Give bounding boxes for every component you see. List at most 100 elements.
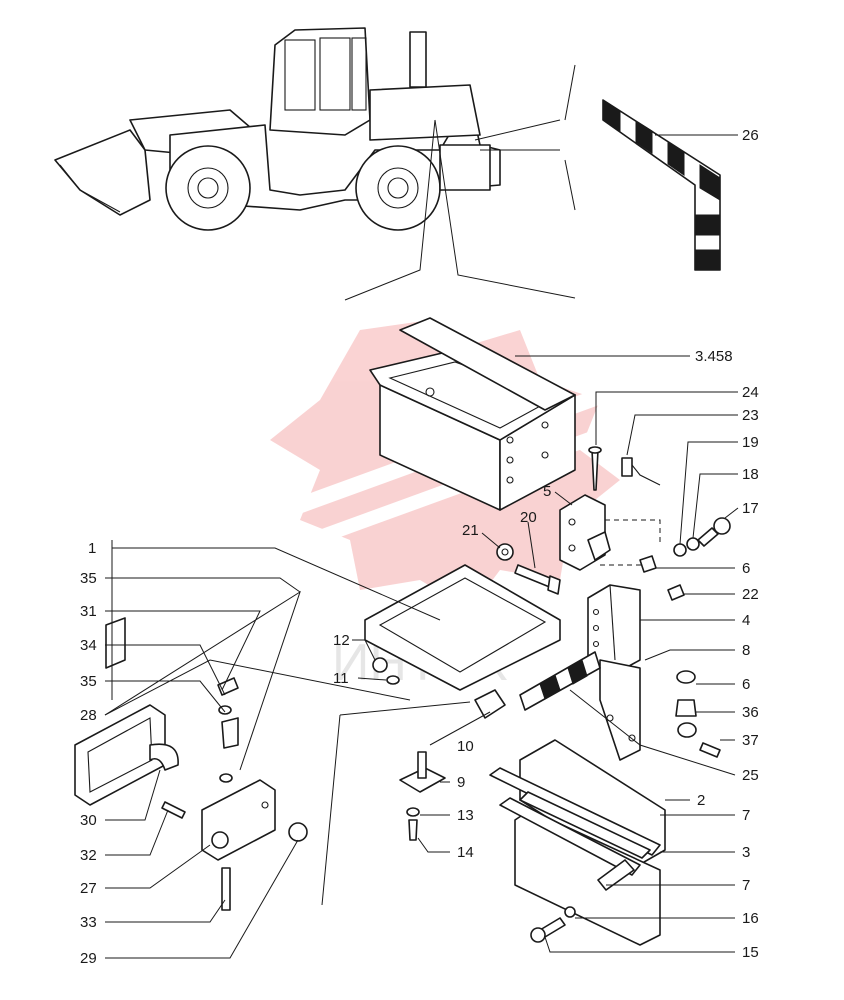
reflector-stripe (539, 674, 561, 700)
callout-37: 37 (742, 732, 759, 749)
washer-11 (386, 675, 400, 685)
loader-exhaust-stack (409, 31, 427, 88)
left-latch-parts (74, 617, 308, 911)
latch-hook-30 (149, 743, 179, 771)
middle-fastener-parts (372, 657, 506, 841)
leader-35a (105, 577, 301, 593)
leader-28-diag (104, 659, 411, 716)
nut (673, 543, 687, 557)
callout-8: 8 (742, 642, 750, 659)
latch-bracket-hole (261, 801, 269, 809)
bolt-15-head (530, 927, 546, 943)
leader-25 (569, 689, 736, 776)
callout-3458: 3.458 (695, 348, 733, 365)
leader-33 (105, 899, 226, 923)
view-frame-line (564, 159, 576, 211)
hinge-pin (591, 449, 599, 491)
callout-25: 25 (742, 767, 759, 784)
bushing-6 (675, 699, 697, 717)
callout-33: 33 (80, 914, 97, 931)
latch-spring (221, 717, 239, 749)
washer-16 (564, 906, 576, 918)
loader-front-wheel-hub (187, 167, 229, 209)
right-small-parts (675, 670, 721, 758)
leader-29 (105, 839, 299, 959)
bracket-hole (592, 640, 600, 648)
warning-marker-stripe (694, 249, 721, 271)
callout-15: 15 (742, 944, 759, 961)
knob-29 (288, 822, 308, 842)
view-leader-line (474, 119, 561, 141)
clamp-10 (474, 689, 506, 719)
toolbox-hole (506, 436, 514, 444)
leader-12 (352, 639, 376, 661)
callout-12: 12 (333, 632, 350, 649)
cover-plates (489, 739, 666, 946)
loader-bucket-edge (59, 164, 121, 213)
view-frame-line (564, 64, 576, 121)
callout-35b: 35 (80, 673, 97, 690)
latch-bracket-knob (211, 831, 229, 849)
callout-1: 1 (88, 540, 96, 557)
callout-27: 27 (80, 880, 97, 897)
callout-13: 13 (457, 807, 474, 824)
callout-leader-lines (104, 134, 739, 959)
loader-rear-wheel (355, 145, 441, 231)
washer-13 (406, 807, 420, 817)
callout-34: 34 (80, 637, 97, 654)
strap-7-bottom (597, 859, 635, 891)
tray-plate-inner (378, 577, 547, 673)
strap-7-middle (519, 791, 651, 859)
leader-28 (104, 590, 301, 771)
leader-24 (595, 391, 738, 445)
leader-17 (724, 507, 739, 519)
short-bolt (697, 527, 719, 547)
leader-30 (105, 769, 161, 821)
loader-rear-wheel-hub (387, 177, 409, 199)
leader-31 (105, 610, 261, 691)
callout-32: 32 (80, 847, 97, 864)
callout-labels: 26 3.458 24 23 19 18 17 5 20 21 6 22 4 8… (80, 127, 759, 967)
stud-plate-9 (399, 767, 446, 793)
bolt-head (713, 517, 731, 535)
toolbox-hole (506, 476, 514, 484)
warning-marker-stripe (699, 164, 721, 201)
stud-9 (417, 751, 427, 779)
hinge-pin-head (588, 446, 602, 454)
rubber-bushing (639, 555, 657, 573)
tray-plate (364, 564, 601, 711)
hex-nut-hole (501, 548, 509, 556)
bolt-32 (161, 801, 186, 819)
washer-8 (676, 670, 696, 684)
hinge-plate-hole (568, 518, 576, 526)
loader-cab-window (319, 37, 351, 111)
latch-bracket-27 (201, 779, 276, 861)
wheel-loader-illustration (54, 27, 576, 301)
view-frame-line (344, 119, 436, 301)
assembly-line (605, 519, 661, 545)
hinge-plate-hole (568, 544, 576, 552)
washer (686, 537, 700, 551)
warning-marker-stripe (667, 141, 685, 176)
loader-front-wheel (165, 145, 251, 231)
leader-15 (544, 936, 735, 953)
callout-11: 11 (333, 670, 349, 687)
callout-30: 30 (80, 812, 97, 829)
support-arm-hole (628, 734, 636, 742)
leader-11 (357, 677, 387, 681)
toolbox-hole (425, 387, 435, 397)
pin-33 (221, 867, 231, 911)
callout-31: 31 (80, 603, 97, 620)
warning-marker-stripe (694, 214, 721, 236)
loader-engine-hood (369, 84, 481, 141)
callout-5: 5 (543, 483, 551, 500)
hinge-knuckle (587, 531, 611, 561)
support-arm (599, 659, 641, 761)
callout-2: 2 (697, 792, 705, 809)
loader-rear-wheel-hub (377, 167, 419, 209)
leader-34 (105, 644, 226, 696)
callout-24: 24 (742, 384, 759, 401)
leader-10-long (339, 701, 471, 716)
strap-7-lower (499, 797, 641, 876)
loader-front-wheel-hub (197, 177, 219, 199)
